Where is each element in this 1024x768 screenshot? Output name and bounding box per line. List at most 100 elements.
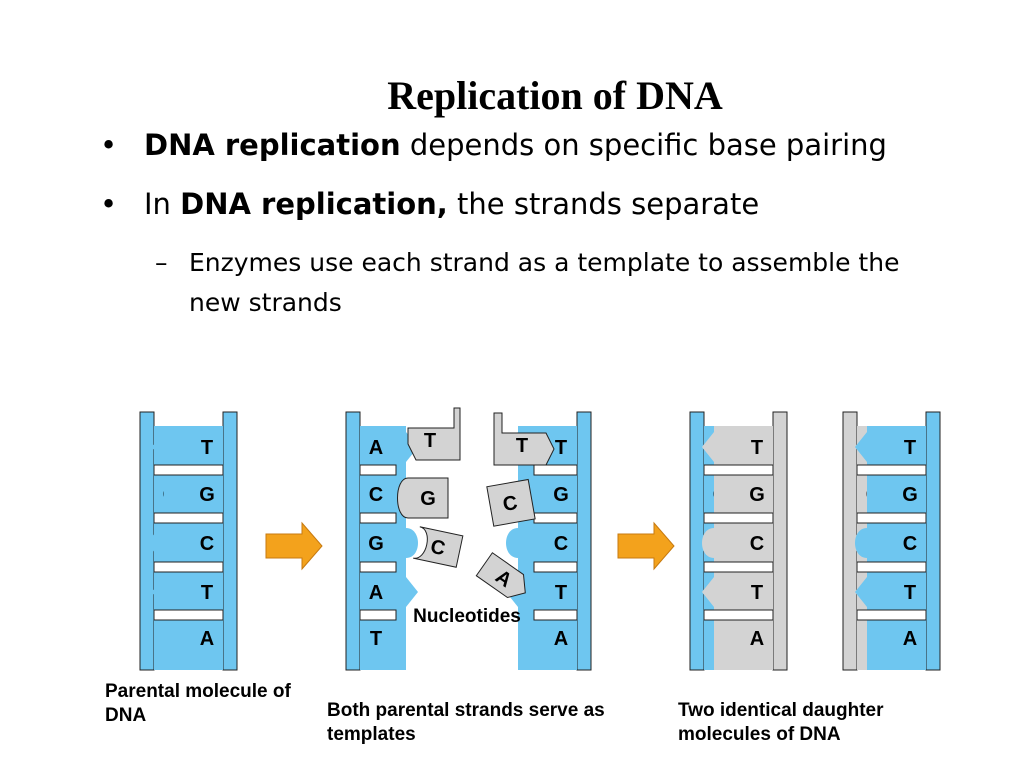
base-label: A	[369, 582, 383, 604]
base-connector	[903, 577, 915, 607]
base-label: G	[420, 488, 436, 510]
base-label: A	[903, 628, 917, 650]
strand-body	[518, 426, 577, 658]
strand-backbone	[345, 411, 361, 671]
base-connector	[518, 479, 530, 509]
base-connector	[200, 528, 212, 558]
base-label: T	[555, 437, 567, 459]
base-label: C	[554, 533, 568, 555]
base-label: A	[866, 437, 880, 459]
base-connector	[702, 577, 714, 607]
rung-gap	[153, 464, 224, 476]
rung-gap	[359, 609, 397, 621]
base-connector	[855, 432, 867, 462]
base-connector	[394, 623, 406, 653]
rung-gap	[153, 609, 224, 621]
base-label: A	[713, 437, 727, 459]
free-nucleotide-T: T	[493, 412, 555, 466]
base-label: C	[866, 484, 880, 506]
bullet-marker: •	[100, 187, 118, 221]
base-connector	[152, 528, 164, 558]
free-nucleotide-G: G	[397, 477, 449, 519]
base-label: T	[516, 435, 528, 457]
strand-backbone	[222, 411, 238, 671]
strand-backbone	[772, 411, 788, 671]
base-connector	[714, 623, 726, 653]
base-label: T	[201, 437, 213, 459]
strand-body	[714, 426, 773, 658]
strand-body	[714, 658, 773, 670]
nucleotide-shape	[493, 412, 555, 466]
base-connector	[867, 623, 879, 653]
base-label: G	[749, 484, 765, 506]
strand-body	[704, 658, 750, 670]
base-label: T	[751, 582, 763, 604]
base-label: G	[199, 484, 215, 506]
base-connector	[714, 479, 726, 509]
base-label: T	[555, 582, 567, 604]
base-connector	[738, 623, 750, 653]
base-connector	[506, 432, 518, 462]
base-label: C	[163, 484, 177, 506]
process-arrow	[265, 521, 323, 571]
base-label: G	[368, 533, 384, 555]
rung-gap	[856, 561, 927, 573]
parental-caption: Parental molecule of DNA	[105, 681, 291, 726]
rung-gap	[533, 609, 578, 621]
base-connector	[518, 623, 530, 653]
base-label: A	[554, 628, 568, 650]
base-label: T	[714, 628, 726, 650]
base-label: A	[369, 437, 383, 459]
base-connector	[164, 623, 176, 653]
base-label: G	[712, 533, 728, 555]
base-connector	[406, 577, 418, 607]
bullet-marker: •	[100, 128, 118, 162]
base-label: G	[162, 533, 178, 555]
free-nucleotide-C: C	[413, 526, 464, 568]
rung-gap	[153, 561, 224, 573]
base-label: T	[867, 628, 879, 650]
base-label: G	[553, 484, 569, 506]
strand-body	[154, 658, 200, 670]
strand-body	[518, 658, 577, 670]
base-connector	[406, 432, 418, 462]
base-connector	[903, 528, 915, 558]
strand-backbone	[576, 411, 592, 671]
base-connector	[152, 577, 164, 607]
base-label: A	[200, 628, 214, 650]
strand-body	[857, 426, 903, 658]
sub-bullet-marker: –	[155, 248, 168, 277]
strand-body	[704, 426, 750, 658]
base-connector	[394, 479, 406, 509]
base-label: A	[750, 628, 764, 650]
base-connector	[406, 528, 418, 558]
rung-gap	[703, 512, 774, 524]
bullet-text: depends on specific base pairing	[400, 128, 887, 162]
rung-gap	[359, 464, 397, 476]
base-label: C	[501, 492, 519, 516]
strand-backbone	[689, 411, 705, 671]
base-label: T	[370, 628, 382, 650]
base-label: A	[163, 582, 177, 604]
base-label: G	[902, 484, 918, 506]
strand-body	[360, 658, 406, 670]
base-connector	[702, 528, 714, 558]
base-connector	[867, 479, 879, 509]
free-nucleotide-C: C	[486, 478, 536, 527]
slide-title: Replication of DNA	[387, 73, 723, 118]
free-nucleotide-A: A	[475, 552, 526, 599]
base-label: A	[163, 437, 177, 459]
nucleotide-shape	[407, 407, 461, 461]
bullet-bold-text: DNA replication,	[180, 187, 448, 221]
base-label: C	[713, 484, 727, 506]
base-connector	[903, 432, 915, 462]
base-label: G	[865, 533, 881, 555]
base-label: A	[491, 566, 515, 592]
base-label: T	[751, 437, 763, 459]
base-connector	[891, 479, 903, 509]
base-label: C	[750, 533, 764, 555]
strand-body	[360, 426, 406, 658]
strand-body	[857, 658, 903, 670]
rung-gap	[359, 561, 397, 573]
base-connector	[200, 577, 212, 607]
